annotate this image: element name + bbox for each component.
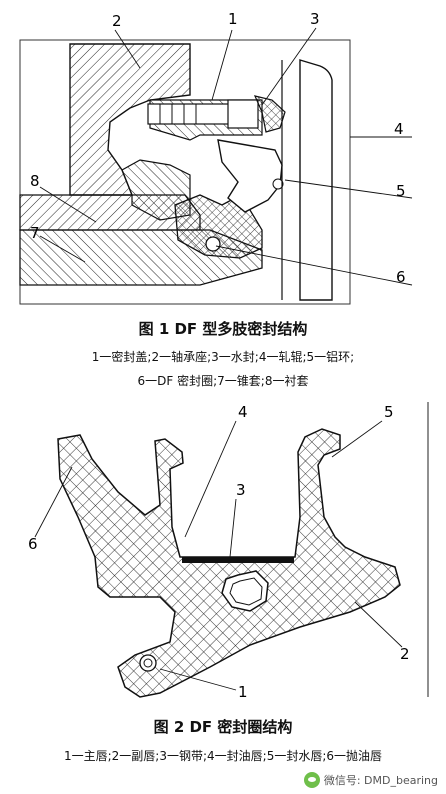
callout-1: 1	[228, 10, 238, 28]
callout-5: 5	[396, 182, 406, 200]
figure-2-legend: 1一主唇;2一副唇;3一钢带;4一封油唇;5一封水唇;6一抛油唇	[63, 749, 383, 763]
callout-8: 8	[30, 172, 40, 190]
steel-band	[182, 557, 294, 563]
bushing-part	[19, 194, 201, 231]
df-seal-ring-part	[174, 194, 263, 259]
bolt-head	[227, 99, 259, 129]
bolt-part	[147, 103, 234, 125]
watermark-text: 微信号: DMD_bearing	[323, 774, 438, 787]
figure-1-legend-line-2: 6一DF 密封圈;7一锥套;8一衬套	[137, 374, 309, 388]
figure-1-df-multi-lip-seal-structure: 2 1 3 4 8 5 7 6	[19, 10, 413, 305]
roll-part	[299, 59, 333, 301]
callout-1: 1	[238, 683, 248, 701]
callout-2: 2	[400, 645, 410, 663]
steel-band-circle	[205, 236, 221, 252]
frame	[19, 39, 351, 305]
aluminium-ring-part	[217, 139, 283, 213]
watermark: 微信号: DMD_bearing	[303, 771, 438, 789]
callout-4: 4	[394, 120, 404, 138]
callout-5: 5	[384, 403, 394, 421]
callout-6: 6	[396, 268, 406, 286]
figure-1-caption: 图 1 DF 型多肢密封结构	[138, 320, 308, 338]
callout-4: 4	[238, 403, 248, 421]
callout-3: 3	[310, 10, 320, 28]
callout-6: 6	[28, 535, 38, 553]
callout-2: 2	[112, 12, 122, 30]
figure-1-legend-line-1: 1一密封盖;2一轴承座;3一水封;4一轧辊;5一铝环;	[91, 350, 355, 364]
callout-7: 7	[30, 224, 40, 242]
wechat-icon	[303, 772, 320, 788]
figure-2-df-seal-ring-structure: 4 5 3 6 2 1	[28, 402, 429, 701]
figure-2-caption: 图 2 DF 密封圈结构	[153, 718, 293, 736]
callout-3: 3	[236, 481, 246, 499]
o-ring	[272, 178, 284, 190]
